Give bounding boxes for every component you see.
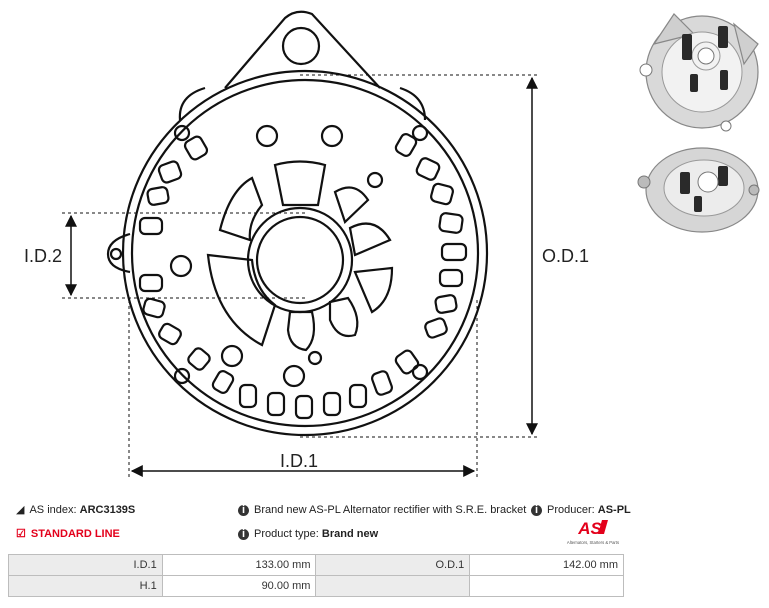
inner-ring [130, 78, 480, 428]
producer-label: Producer: [547, 504, 595, 516]
label-id2: I.D.2 [24, 246, 62, 266]
outer-ring [121, 69, 489, 437]
logo-mark: AS [577, 519, 602, 538]
rim-slots [138, 133, 468, 420]
product-line-label: STANDARD LINE [30, 528, 120, 540]
product-type-row: i Product type: Brand new [238, 528, 378, 540]
spec-value: 142.00 mm [469, 554, 624, 576]
product-photo-bottom [637, 147, 760, 233]
spec-label: H.1 [8, 575, 163, 597]
table-row: I.D.1 133.00 mm O.D.1 142.00 mm [8, 554, 624, 576]
info-icon: i [238, 504, 249, 516]
tags-icon: ◢ [16, 503, 25, 516]
table-row: H.1 90.00 mm [8, 575, 624, 597]
description-text: Brand new AS-PL Alternator rectifier wit… [254, 504, 527, 516]
as-index-label: AS index: [29, 504, 77, 516]
producer-row: i Producer: AS-PL [531, 504, 631, 516]
fan-blades [206, 160, 394, 352]
spec-value: 133.00 mm [161, 554, 317, 576]
description-row: i Brand new AS-PL Alternator rectifier w… [238, 504, 526, 516]
producer-value: AS-PL [597, 504, 631, 516]
product-type-label: Product type: [254, 528, 319, 540]
left-lug [106, 232, 131, 274]
info-icon: i [238, 528, 249, 540]
spec-label [315, 575, 471, 597]
spec-value: 90.00 mm [161, 575, 317, 597]
as-index-value: ARC3139S [79, 504, 136, 516]
label-od1: O.D.1 [542, 246, 589, 266]
brand-logo: AS Alternators, Starters & Parts [567, 519, 619, 545]
hub-inner [255, 215, 345, 305]
as-index-row: ◢ AS index: ARC3139S [16, 504, 135, 516]
checkbox-icon: ☑ [16, 527, 26, 540]
product-type-value: Brand new [321, 528, 379, 540]
info-icon: i [531, 504, 542, 516]
logo-tagline: Alternators, Starters & Parts [567, 540, 619, 545]
side-lobe-right [399, 86, 427, 121]
spec-value [469, 575, 624, 597]
label-id1: I.D.1 [280, 451, 318, 471]
technical-drawing: I.D.2 O.D.1 I.D.1 [24, 10, 589, 478]
product-line-row: ☑ STANDARD LINE [16, 528, 120, 540]
mounting-ear [224, 10, 381, 89]
ear-hole [281, 26, 321, 66]
product-photo-top [639, 13, 759, 132]
specs-table: I.D.1 133.00 mm O.D.1 142.00 mm H.1 90.0… [8, 554, 624, 597]
spec-label: O.D.1 [315, 554, 471, 576]
spec-label: I.D.1 [8, 554, 163, 576]
side-lobe-left [178, 86, 206, 121]
hub-outer [246, 206, 354, 314]
